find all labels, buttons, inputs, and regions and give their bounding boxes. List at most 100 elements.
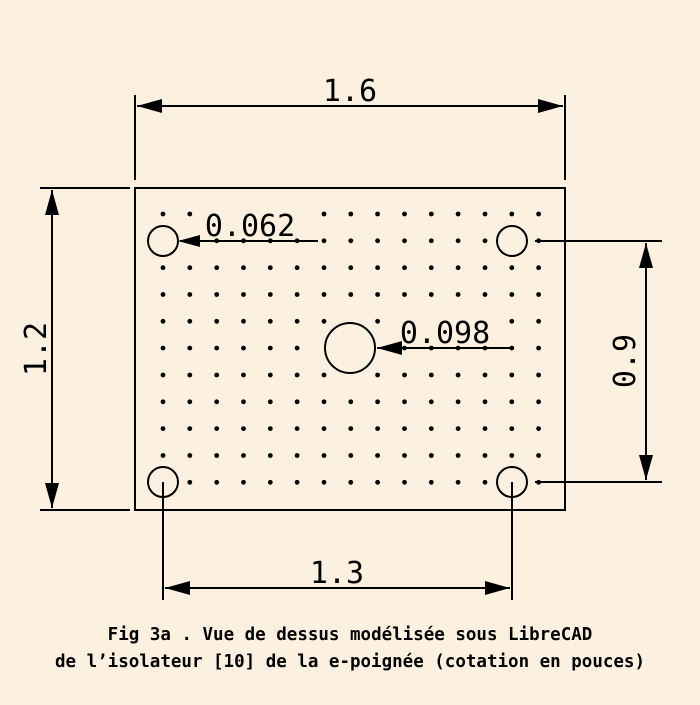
dimension-small-hole-label: 0.062 [205, 209, 295, 244]
mounting-hole-top-right [496, 225, 528, 257]
pad-dot [455, 426, 461, 431]
pad-dot [241, 318, 246, 324]
pad-dot [348, 292, 354, 297]
pad-dot [214, 426, 220, 431]
pad-dot [482, 372, 488, 378]
pad-dot [321, 372, 327, 378]
pad-dot [348, 399, 354, 405]
dimension-hole-spacing-vertical [535, 240, 662, 483]
pad-dot [187, 479, 193, 485]
pad-dot [455, 479, 461, 485]
pad-dot [267, 479, 273, 485]
pad-dot [294, 426, 300, 431]
pad-dot [241, 453, 246, 458]
pad-dot [455, 372, 461, 378]
pad-dot [509, 292, 515, 297]
pad-dot [482, 479, 488, 485]
pad-dot [267, 345, 273, 351]
pad-dot [321, 292, 327, 297]
pad-dot [160, 292, 166, 297]
pad-dot [428, 265, 434, 271]
pad-dot [402, 372, 407, 378]
pad-dot [241, 372, 246, 378]
pad-dot [187, 372, 193, 378]
pad-dot [321, 479, 327, 485]
pad-dot [455, 453, 461, 458]
pad-dot [455, 265, 461, 271]
pad-dot [267, 292, 273, 297]
pad-dot [455, 292, 461, 297]
board-outline [134, 187, 566, 511]
pad-dot [241, 426, 246, 431]
pad-dot [294, 372, 300, 378]
pad-dot [267, 426, 273, 431]
pad-dot [348, 238, 354, 244]
pad-dot [267, 318, 273, 324]
pad-dot [509, 426, 515, 431]
pad-dot [536, 426, 541, 431]
pad-dot [482, 453, 488, 458]
pad-dot [402, 292, 407, 297]
pad-dot [375, 211, 380, 217]
pad-dot [241, 265, 246, 271]
pad-dot [536, 318, 541, 324]
pad-dot [455, 238, 461, 244]
pad-dot [402, 426, 407, 431]
pad-dot [402, 453, 407, 458]
pad-dot [348, 453, 354, 458]
pad-dot [267, 372, 273, 378]
pad-dot [267, 453, 273, 458]
pad-dot [321, 318, 327, 324]
pad-dot [160, 372, 166, 378]
pad-dot [294, 345, 300, 351]
pad-dot [294, 318, 300, 324]
pad-dot [348, 426, 354, 431]
pad-dot [187, 211, 193, 217]
pad-dot [321, 399, 327, 405]
pad-dot [321, 211, 327, 217]
pad-dot [294, 453, 300, 458]
pad-dot [428, 399, 434, 405]
dimension-hole-spacing-horizontal [162, 482, 513, 600]
pad-dot [509, 453, 515, 458]
pad-dot [428, 211, 434, 217]
center-hole [324, 322, 376, 374]
pad-dot [428, 426, 434, 431]
pad-dot [509, 265, 515, 271]
pad-dot [187, 318, 193, 324]
pad-dot [482, 238, 488, 244]
pad-dot [536, 372, 541, 378]
pad-dot [214, 318, 220, 324]
pad-dot [241, 479, 246, 485]
pad-dot [509, 372, 515, 378]
pad-dot [214, 265, 220, 271]
pad-dot [214, 479, 220, 485]
dimension-width-label: 1.6 [323, 74, 377, 109]
pad-dot [428, 372, 434, 378]
pad-dot [160, 211, 166, 217]
pad-dot [428, 479, 434, 485]
pad-dot [375, 292, 380, 297]
pad-dot [348, 211, 354, 217]
pad-dot [267, 399, 273, 405]
pad-dot [375, 238, 380, 244]
pad-dot [187, 345, 193, 351]
pad-dot [375, 372, 380, 378]
dimension-hole-spacing-vertical-label: 0.9 [608, 334, 643, 388]
pad-dot [187, 426, 193, 431]
pad-dot [187, 265, 193, 271]
mounting-hole-top-left [147, 225, 179, 257]
pad-dot [509, 399, 515, 405]
dimension-center-hole-label: 0.098 [400, 316, 490, 351]
pad-dot [482, 292, 488, 297]
pad-dot [509, 318, 515, 324]
pad-dot [402, 479, 407, 485]
pad-dot [241, 345, 246, 351]
dimension-height-label: 1.2 [19, 322, 54, 376]
pad-dot [375, 318, 380, 324]
pad-dot [375, 265, 380, 271]
leader-center-hole [377, 341, 512, 355]
pad-dot [402, 238, 407, 244]
pad-dot [214, 453, 220, 458]
